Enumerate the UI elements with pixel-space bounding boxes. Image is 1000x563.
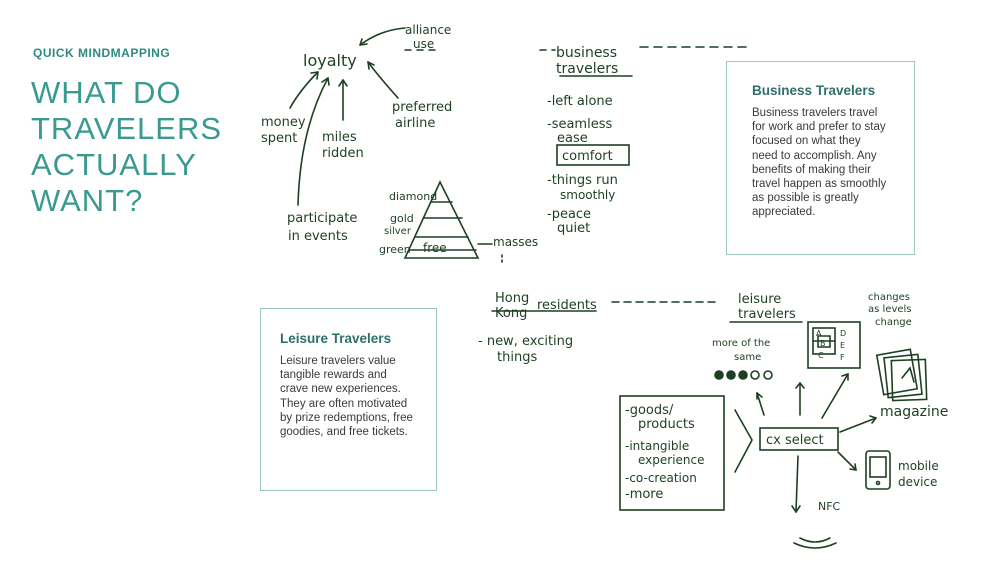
bracket-to-cx [734, 409, 753, 473]
need-comfort: comfort [562, 149, 613, 164]
ridden-label: ridden [322, 146, 364, 161]
cx-select-label: cx select [766, 433, 824, 448]
need-seamless: -seamless [547, 117, 612, 132]
residents-label: residents [537, 298, 597, 313]
offer-products: products [638, 417, 695, 432]
magazine-icon [875, 348, 928, 402]
cx-select-box [759, 427, 839, 451]
masses-label: masses [493, 235, 538, 249]
section-eyebrow: QUICK MINDMAPPING [33, 46, 171, 60]
offer-experience: experience [638, 453, 705, 467]
nfc-label: NFC [818, 500, 841, 513]
abc-grid-card [807, 321, 861, 369]
tier-diamond: diamond [389, 190, 437, 203]
grid-a: A [816, 329, 822, 338]
preferred-label: preferred [392, 100, 452, 115]
grid-f: F [840, 353, 845, 362]
leisure-card-title: Leisure Travelers [280, 331, 392, 346]
device-label: device [898, 475, 937, 489]
same-label: same [734, 352, 761, 363]
loyalty-label: loyalty [303, 51, 357, 70]
comfort-box [556, 144, 630, 166]
business-card-body: Business travelers travel for work and p… [752, 107, 887, 219]
as-levels-label: as levels [868, 304, 912, 315]
hk-need-things: things [497, 350, 537, 365]
grid-e: E [840, 341, 845, 350]
arrow-airline-to-loyalty [367, 61, 399, 99]
need-peace: -peace [547, 207, 591, 222]
arrow-events-to-loyalty [297, 77, 329, 206]
leisure-card-body: Leisure travelers value tangible rewards… [280, 355, 413, 439]
change-label: change [875, 317, 912, 328]
leisure-travelers-card: Leisure Travelers Leisure travelers valu… [260, 308, 437, 491]
tier-gold: gold [390, 212, 414, 225]
miles-label: miles [322, 130, 357, 145]
need-quiet: quiet [557, 221, 590, 236]
hong-label: Hong [495, 291, 529, 306]
business-travelers-card: Business Travelers Business travelers tr… [726, 61, 915, 255]
participate-label: participate [287, 211, 357, 226]
leisure-travelers-label: travelers [738, 307, 796, 322]
magazine-label: magazine [880, 404, 948, 420]
grid-c: C [818, 351, 824, 360]
alliance-label: alliance [405, 23, 451, 37]
business-card-title: Business Travelers [752, 83, 876, 98]
more-of-same-label: more of the [712, 338, 770, 349]
hk-need-new: - new, exciting [478, 334, 573, 349]
tier-pyramid [403, 180, 480, 259]
tier-free: free [423, 241, 447, 255]
nfc-icon [793, 537, 837, 549]
spent-label: spent [261, 131, 297, 146]
travelers-label: travelers [556, 61, 618, 77]
mobile-device-icon [865, 450, 891, 490]
grid-d: D [840, 329, 846, 338]
grid-b: B [820, 339, 826, 348]
offer-goods: -goods/ [625, 403, 674, 418]
money-label: money [261, 115, 306, 130]
offer-intangible: -intangible [625, 439, 689, 453]
need-smoothly: smoothly [560, 188, 615, 202]
use-label: use [413, 37, 434, 51]
level-dots [714, 370, 773, 380]
need-ease: ease [557, 131, 588, 146]
tier-silver: silver [384, 226, 412, 237]
need-things-run: -things run [547, 173, 618, 188]
leisure-label: leisure [738, 292, 781, 307]
kong-label: Kong [495, 306, 527, 321]
tier-green: green [379, 243, 411, 256]
page-title: WHAT DO TRAVELERS ACTUALLY WANT? [31, 75, 223, 218]
business-label: business [556, 45, 617, 61]
in-events-label: in events [288, 229, 348, 244]
need-left-alone: -left alone [547, 94, 613, 109]
arrow-alliance-to-loyalty [359, 27, 406, 46]
offer-more: -more [625, 487, 663, 502]
offerings-box [619, 395, 725, 511]
offer-cocreation: -co-creation [625, 471, 697, 485]
airline-label: airline [395, 116, 435, 131]
arrow-money-to-loyalty [289, 71, 319, 109]
mobile-label: mobile [898, 459, 939, 473]
changes-label: changes [868, 292, 910, 303]
